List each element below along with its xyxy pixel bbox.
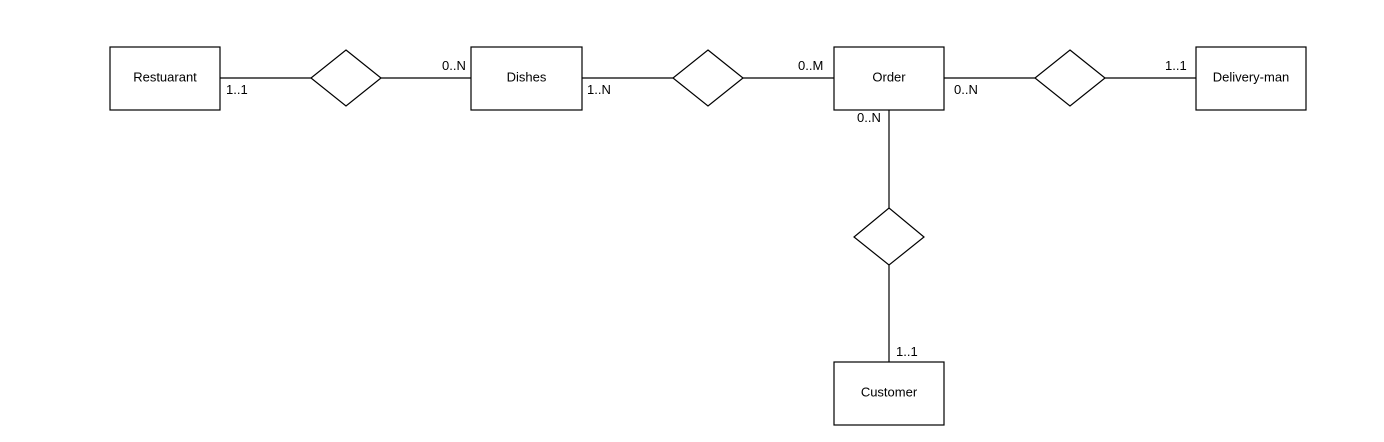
cardinality-dishes-to-order: 1..N bbox=[587, 82, 611, 97]
entity-order-box bbox=[833, 46, 945, 111]
relationship-order-customer[interactable] bbox=[853, 207, 925, 266]
entity-dishes-box bbox=[470, 46, 583, 111]
entity-customer-label: Customer bbox=[861, 384, 918, 399]
entity-restaurant[interactable]: Restuarant bbox=[109, 46, 221, 111]
entity-dishes[interactable]: Dishes bbox=[470, 46, 583, 111]
entity-delivery-man-label: Delivery-man bbox=[1213, 69, 1290, 84]
cardinality-dishes-from-restaurant: 0..N bbox=[442, 58, 466, 73]
entity-delivery-man[interactable]: Delivery-man bbox=[1195, 46, 1307, 111]
cardinality-customer-from-order: 1..1 bbox=[896, 344, 918, 359]
cardinality-restaurant-side: 1..1 bbox=[226, 82, 248, 97]
entity-customer-box bbox=[833, 361, 945, 426]
entity-restaurant-box bbox=[109, 46, 221, 111]
relationship-restaurant-dishes[interactable] bbox=[310, 49, 382, 107]
entity-order-label: Order bbox=[872, 69, 906, 84]
cardinality-delivery-from-order: 1..1 bbox=[1165, 58, 1187, 73]
entity-delivery-man-box bbox=[1195, 46, 1307, 111]
entity-order[interactable]: Order bbox=[833, 46, 945, 111]
relationship-order-delivery[interactable] bbox=[1034, 49, 1106, 107]
entity-dishes-label: Dishes bbox=[507, 69, 547, 84]
cardinality-order-to-customer: 0..N bbox=[857, 110, 881, 125]
entity-customer[interactable]: Customer bbox=[833, 361, 945, 426]
cardinality-order-to-delivery: 0..N bbox=[954, 82, 978, 97]
relationship-dishes-order[interactable] bbox=[672, 49, 744, 107]
entity-restaurant-label: Restuarant bbox=[133, 69, 197, 84]
cardinality-order-from-dishes: 0..M bbox=[798, 58, 823, 73]
